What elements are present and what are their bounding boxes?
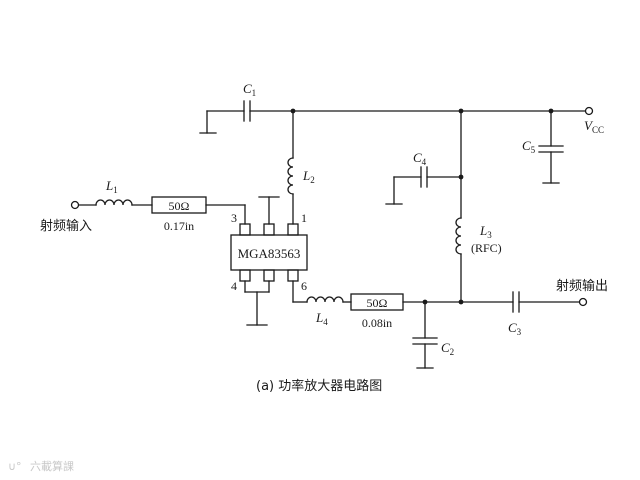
rf-input-terminal	[70, 200, 80, 210]
pin3-label: 3	[231, 211, 237, 225]
vcc-label: VCC	[584, 118, 604, 135]
line-in-length: 0.17in	[164, 219, 194, 233]
line-out-length: 0.08in	[362, 316, 392, 330]
l3-note: (RFC)	[471, 241, 502, 255]
chip-pin-4	[239, 269, 251, 282]
inductor-l2	[287, 157, 294, 195]
watermark-text: 六載算課	[30, 459, 74, 473]
c2-label: C2	[441, 340, 454, 357]
chip-pin-5	[263, 269, 275, 282]
c4-label: C4	[413, 150, 427, 167]
junction-dot	[458, 299, 464, 305]
l3-label: L3	[479, 223, 492, 240]
chip-name: MGA83563	[238, 246, 301, 261]
watermark-logo-icon: ∪°	[8, 460, 22, 473]
c5-label: C5	[522, 138, 536, 155]
line-in-impedance: 50Ω	[169, 199, 190, 213]
chip-pin-3	[239, 223, 251, 236]
figure-caption: (a) 功率放大器电路图	[256, 378, 382, 394]
pin6-label: 6	[301, 279, 307, 293]
inductor-l4	[306, 296, 344, 303]
pin4-label: 4	[231, 279, 237, 293]
chip-pin-2	[263, 223, 275, 236]
line-out-impedance: 50Ω	[367, 296, 388, 310]
l4-label: L4	[315, 310, 328, 327]
rf-input-label: 射频输入	[40, 218, 92, 234]
l2-label: L2	[302, 168, 315, 185]
rf-output-label: 射频输出	[556, 278, 608, 294]
chip-pin-6	[287, 269, 299, 282]
pin1-label: 1	[301, 211, 307, 225]
rf-output-terminal	[578, 297, 588, 307]
c3-label: C3	[508, 320, 522, 337]
inductor-l3	[455, 217, 462, 255]
c1-label: C1	[243, 81, 256, 98]
chip-pin-1	[287, 223, 299, 236]
junction-dot	[290, 108, 296, 114]
inductor-l1	[95, 199, 133, 206]
l1-label: L1	[105, 178, 118, 195]
vcc-terminal	[584, 106, 594, 116]
